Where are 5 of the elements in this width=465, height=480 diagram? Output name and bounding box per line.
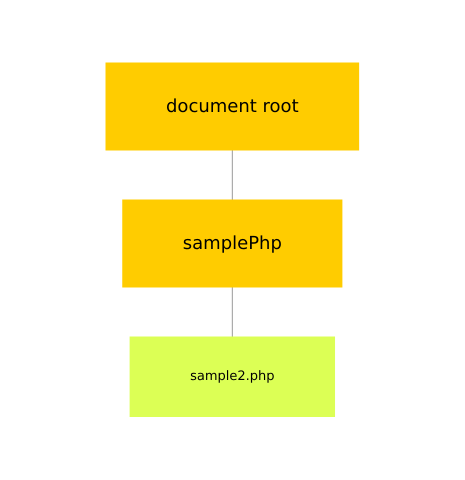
connector: [232, 150, 233, 201]
connector: [232, 286, 233, 338]
node-box: sample2.php: [130, 336, 336, 418]
node-box: samplePhp: [122, 200, 343, 288]
node-box: document root: [106, 62, 360, 151]
